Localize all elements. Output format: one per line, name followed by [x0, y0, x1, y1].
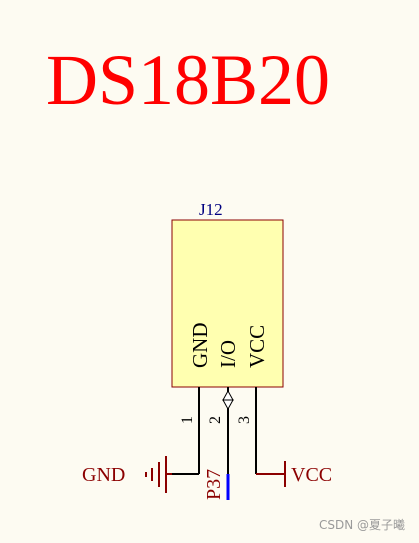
vcc-net-label: VCC — [291, 464, 332, 486]
io-arrow-down-icon — [222, 399, 234, 411]
ground-icon — [145, 456, 167, 493]
pin-number-3: 3 — [236, 416, 253, 424]
io-arrow-icon — [222, 389, 234, 401]
gnd-net-label: GND — [82, 464, 125, 486]
pin-number-1: 1 — [179, 416, 196, 424]
watermark: CSDN @夏子曦 — [318, 518, 405, 532]
pin-name-2: I/O — [216, 340, 240, 368]
pin-name-1: GND — [188, 323, 212, 369]
part-title: DS18B20 — [46, 40, 330, 120]
component-body[interactable] — [171, 219, 284, 388]
designator-label: J12 — [199, 200, 223, 219]
pin-number-2: 2 — [207, 416, 224, 424]
pin-name-3: VCC — [245, 325, 269, 368]
signal-net-label: P37 — [203, 469, 225, 500]
